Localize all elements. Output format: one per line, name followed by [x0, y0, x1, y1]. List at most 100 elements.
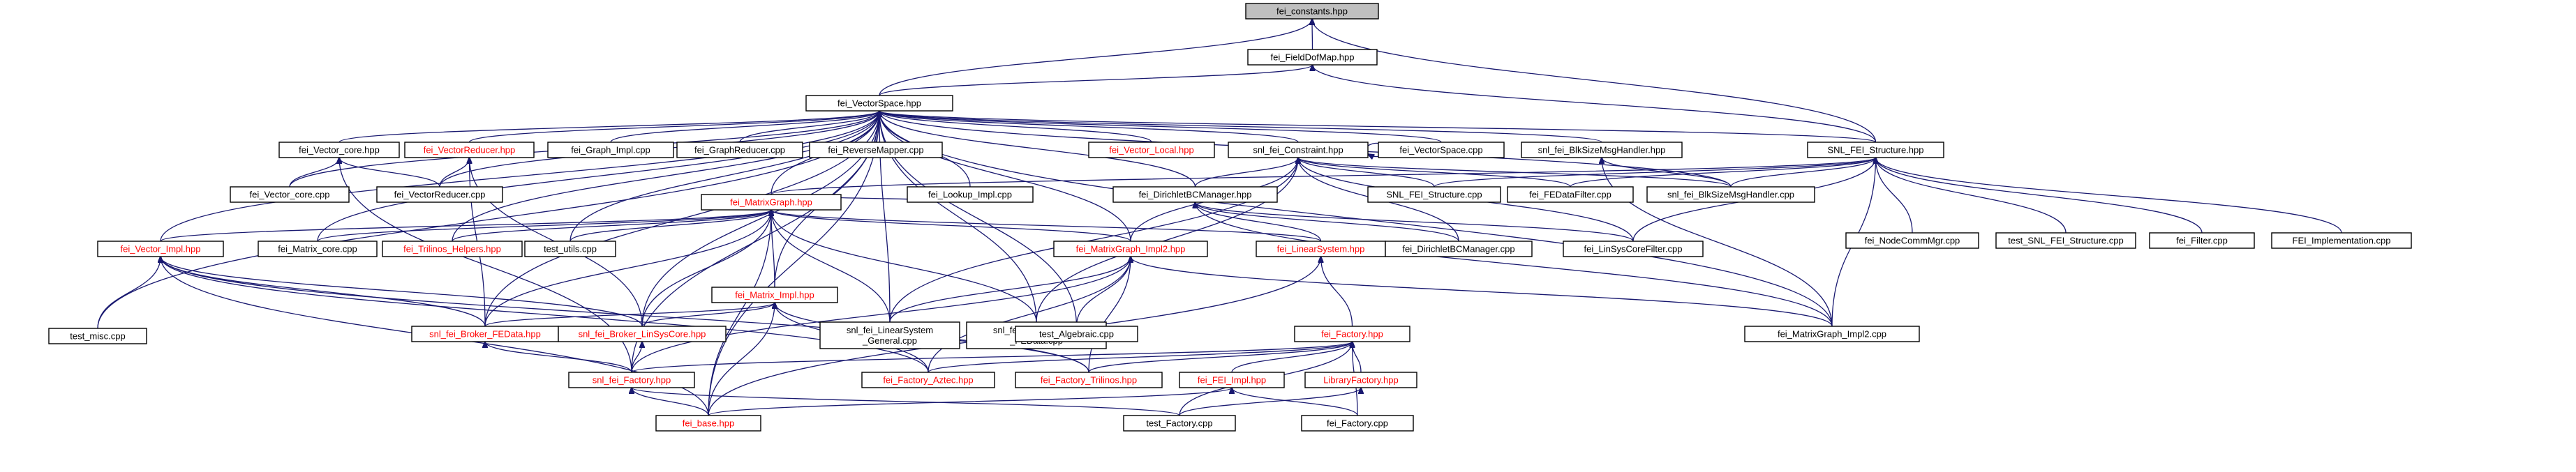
graph-node[interactable]: fei_MatrixGraph.hpp	[701, 194, 842, 211]
edge-n35-n15	[484, 210, 771, 327]
graph-node[interactable]: snl_fei_LinearSystem_General.cpp	[819, 321, 960, 349]
edge-n9-n2	[879, 111, 1152, 143]
node-box	[97, 241, 224, 257]
graph-node[interactable]: fei_LinearSystem.hpp	[1256, 241, 1386, 257]
node-label: fei_Matrix_core.cpp	[278, 244, 357, 254]
graph-node[interactable]: FEI_Implementation.cpp	[2271, 232, 2412, 249]
graph-node[interactable]: fei_Trilinos_Helpers.hpp	[382, 241, 523, 257]
graph-node[interactable]: snl_fei_Broker_FEData.hpp	[411, 326, 559, 342]
node-label: fei_VectorSpace.hpp	[837, 98, 921, 109]
graph-node[interactable]: fei_FEI_Impl.hpp	[1179, 372, 1285, 388]
graph-node[interactable]: test_SNL_FEI_Structure.cpp	[1995, 232, 2136, 249]
node-box	[1378, 142, 1505, 158]
edge-n43-n29	[928, 257, 1131, 373]
graph-node: fei_constants.hpp	[1245, 3, 1379, 20]
node-box	[1744, 326, 1920, 342]
node-box	[805, 95, 953, 112]
graph-node[interactable]: fei_Vector_core.hpp	[278, 142, 400, 158]
node-box	[568, 372, 695, 388]
node-label: FEI_Implementation.cpp	[2293, 236, 2391, 246]
graph-node[interactable]: fei_Factory_Aztec.hpp	[861, 372, 995, 388]
edge-n40-n30	[1321, 257, 1353, 327]
graph-node[interactable]: fei_ReverseMapper.cpp	[809, 142, 943, 158]
node-box	[701, 194, 842, 211]
graph-node[interactable]: fei_Vector_core.cpp	[230, 186, 350, 203]
nodes-layer: fei_constants.hpp fei_FieldDofMap.hpp fei_…	[48, 3, 2412, 432]
graph-node[interactable]: fei_Vector_Local.hpp	[1088, 142, 1215, 158]
edge-n47-n15	[708, 210, 771, 416]
graph-node[interactable]: fei_Lookup_Impl.cpp	[907, 186, 1034, 203]
edge-n41-n17	[1196, 202, 1833, 327]
graph-node[interactable]: snl_fei_BlkSizeMsgHandler.hpp	[1521, 142, 1683, 158]
node-box	[382, 241, 523, 257]
node-box	[1995, 232, 2136, 249]
graph-node[interactable]: fei_Graph_Impl.cpp	[547, 142, 674, 158]
node-box	[819, 321, 960, 349]
graph-node[interactable]: test_utils.cpp	[524, 241, 616, 257]
node-box	[2149, 232, 2255, 249]
graph-node[interactable]: fei_VectorSpace.hpp	[805, 95, 953, 112]
graph-node[interactable]: fei_DirichletBCManager.hpp	[1112, 186, 1278, 203]
edges-layer	[97, 19, 2342, 416]
edge-n10-n2	[879, 111, 1299, 143]
edge-n47-n33	[708, 303, 775, 416]
graph-node[interactable]: test_Factory.cpp	[1123, 415, 1236, 432]
node-box	[809, 142, 943, 158]
edge-n25-n2	[160, 111, 879, 242]
graph-node[interactable]: fei_Factory.cpp	[1301, 415, 1414, 432]
node-box	[1294, 326, 1410, 342]
graph-node[interactable]: fei_NodeCommMgr.cpp	[1845, 232, 1979, 249]
graph-node[interactable]: test_misc.cpp	[48, 328, 147, 344]
graph-node[interactable]: fei_Factory_Trilinos.hpp	[1015, 372, 1163, 388]
graph-node[interactable]: SNL_FEI_Structure.cpp	[1367, 186, 1501, 203]
edge-n28-n2	[569, 111, 879, 242]
graph-node[interactable]: fei_base.hpp	[655, 415, 761, 432]
node-label: fei_VectorSpace.cpp	[1399, 145, 1482, 155]
graph-node[interactable]: fei_GraphReducer.cpp	[676, 142, 803, 158]
graph-node[interactable]: fei_DirichletBCManager.cpp	[1385, 241, 1533, 257]
graph-node[interactable]: snl_fei_Factory.hpp	[568, 372, 695, 388]
graph-node[interactable]: fei_MatrixGraph_Impl2.hpp	[1053, 241, 1208, 257]
edge-n48-n46	[1179, 388, 1361, 416]
node-label: snl_fei_Constraint.hpp	[1253, 145, 1343, 155]
graph-node[interactable]: fei_Factory.hpp	[1294, 326, 1410, 342]
node-box	[258, 241, 378, 257]
edge-n47-n42	[632, 388, 709, 416]
node-label: snl_fei_Broker_LinSysCore.hpp	[579, 329, 706, 340]
edge-n44-n40	[1088, 342, 1353, 373]
node-label: fei_Factory.cpp	[1327, 418, 1388, 429]
edge-n42-n36	[631, 342, 642, 373]
node-label: fei_VectorReducer.cpp	[394, 190, 486, 200]
graph-node[interactable]: fei_FEDataFilter.cpp	[1507, 186, 1634, 203]
graph-node[interactable]: LibraryFactory.hpp	[1304, 372, 1417, 388]
graph-node[interactable]: snl_fei_Constraint.hpp	[1228, 142, 1369, 158]
graph-node[interactable]: SNL_FEI_Structure.hpp	[1807, 142, 1944, 158]
node-label: fei_Factory_Aztec.hpp	[883, 375, 973, 386]
graph-node[interactable]: test_Algebraic.cpp	[1015, 326, 1138, 342]
graph-node[interactable]: snl_fei_BlkSizeMsgHandler.cpp	[1646, 186, 1815, 203]
node-label: fei_DirichletBCManager.hpp	[1139, 190, 1252, 200]
edge-n43-n25	[161, 257, 929, 373]
node-label: fei_MatrixGraph_Impl2.cpp	[1778, 329, 1886, 340]
graph-node[interactable]: fei_VectorReducer.hpp	[404, 142, 535, 158]
graph-node[interactable]: fei_MatrixGraph_Impl2.cpp	[1744, 326, 1920, 342]
graph-node[interactable]: fei_Filter.cpp	[2149, 232, 2255, 249]
graph-node[interactable]: fei_FieldDofMap.hpp	[1247, 49, 1378, 66]
edge-n28-n15	[569, 210, 771, 242]
edge-n4-n2	[338, 111, 879, 143]
node-label: fei_ReverseMapper.cpp	[828, 145, 923, 155]
graph-node[interactable]: fei_Vector_Impl.hpp	[97, 241, 224, 257]
edge-n31-n17	[1196, 202, 1459, 242]
node-label: test_SNL_FEI_Structure.cpp	[2008, 236, 2123, 246]
edge-n11-n2	[879, 111, 1442, 143]
edge-n6-n2	[610, 111, 879, 143]
graph-node[interactable]: fei_LinSysCoreFilter.cpp	[1563, 241, 1704, 257]
graph-node[interactable]: fei_VectorReducer.cpp	[376, 186, 503, 203]
graph-node[interactable]: fei_VectorSpace.cpp	[1378, 142, 1505, 158]
edge-n18-n10	[1298, 158, 1435, 188]
graph-node[interactable]: fei_Matrix_Impl.hpp	[711, 287, 838, 303]
edge-n41-n29	[1131, 257, 1833, 327]
graph-node[interactable]: fei_Matrix_core.cpp	[258, 241, 378, 257]
graph-node[interactable]: snl_fei_Broker_LinSysCore.hpp	[558, 326, 727, 342]
node-label: fei_Vector_Local.hpp	[1109, 145, 1193, 155]
